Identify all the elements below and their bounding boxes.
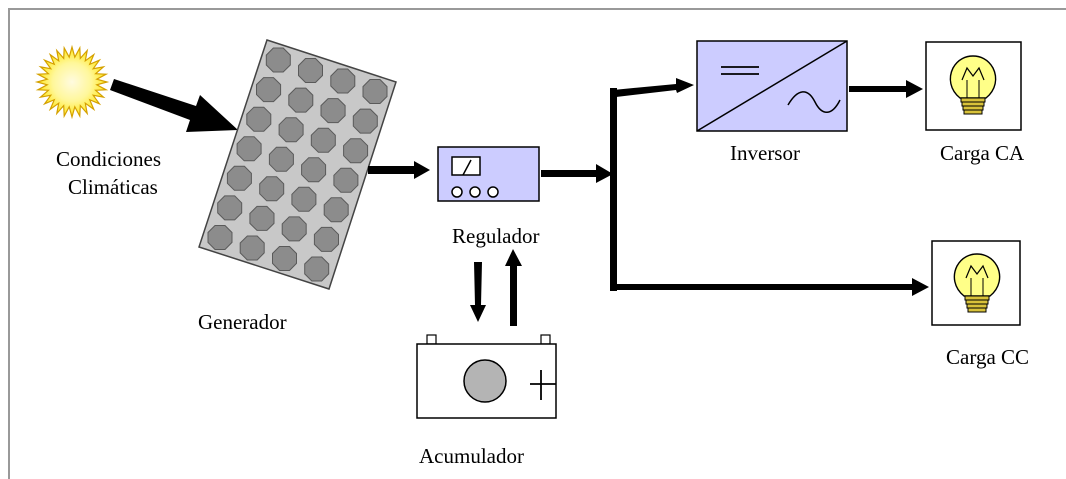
load-ac-label: Carga CA [940, 141, 1025, 165]
solar-cell [239, 235, 265, 261]
figure-frame [8, 8, 1066, 479]
solar-cell [265, 47, 291, 73]
regulator-icon [437, 146, 540, 202]
arrow-accumulator-to-regulator [505, 249, 522, 326]
bulb-ac [949, 55, 997, 115]
solar-cell [249, 205, 275, 231]
sun-icon [34, 44, 110, 120]
solar-cell [313, 226, 339, 252]
solar-cell [330, 68, 356, 94]
generator-label: Generador [198, 310, 287, 334]
solar-cell [352, 108, 378, 134]
conditions-label-line2: Climáticas [68, 175, 158, 199]
arrow-inverter-to-ac-load [849, 80, 923, 98]
solar-cell [323, 197, 349, 223]
inverter-icon [696, 40, 848, 132]
arrow-bus-to-inverter [613, 78, 694, 97]
solar-cell [256, 77, 282, 103]
accumulator-label: Acumulador [419, 444, 524, 468]
solar-cell [259, 176, 285, 202]
solar-cell [343, 138, 369, 164]
solar-cell [226, 165, 252, 191]
conditions-label-line1: Condiciones [56, 147, 161, 171]
solar-cell [268, 146, 294, 172]
lightbulb-icon [925, 41, 1022, 131]
arrow-bus-to-dc-load [613, 278, 929, 296]
inverter-label: Inversor [730, 141, 800, 165]
arrow-sun-to-generator [110, 79, 238, 132]
solar-cell [207, 225, 233, 250]
solar-cell [362, 79, 388, 104]
solar-cell [272, 246, 297, 271]
distribution-bus [610, 88, 617, 291]
arrow-regulator-to-bus [541, 164, 613, 183]
solar-cell [217, 195, 243, 221]
load-dc-label: Carga CC [946, 345, 1029, 369]
solar-cell [246, 106, 272, 132]
solar-cell [333, 167, 359, 193]
arrow-regulator-to-accumulator [470, 262, 486, 322]
solar-cell [304, 256, 330, 282]
arrow-generator-to-regulator [368, 161, 430, 179]
solar-panel-icon [198, 39, 397, 290]
solar-cell [298, 58, 323, 83]
solar-cell [278, 117, 304, 143]
solar-cells [207, 47, 388, 282]
solar-cell [320, 98, 346, 124]
lightbulb-icon [931, 240, 1021, 326]
battery-icon [416, 334, 557, 419]
solar-cell [310, 127, 336, 153]
solar-cell [291, 186, 317, 212]
bulb-dc [953, 253, 1001, 313]
solar-cell [281, 216, 307, 242]
solar-cell [236, 136, 262, 162]
solar-cell [301, 157, 327, 183]
regulator-label: Regulador [452, 224, 539, 248]
solar-cell [288, 87, 314, 113]
